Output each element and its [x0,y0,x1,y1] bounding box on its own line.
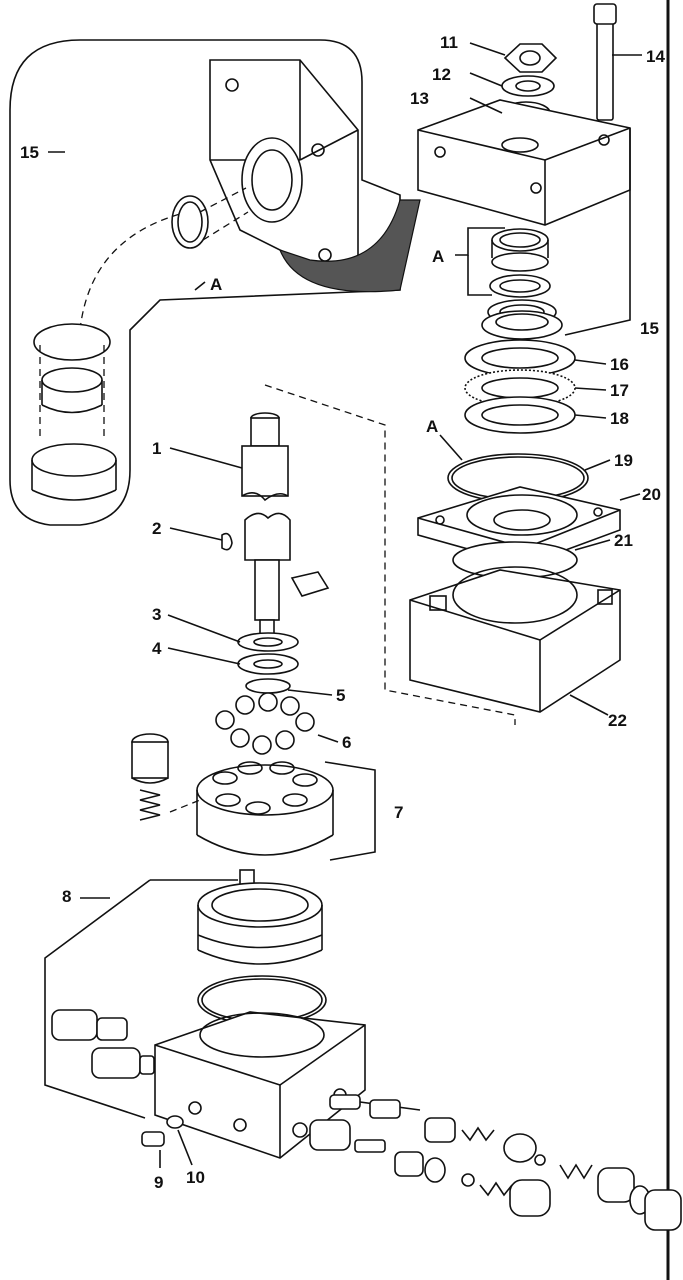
shaft-1 [241,412,289,502]
inset-detail [9,39,421,526]
clip-5 [245,678,291,694]
label-4: 4 [152,639,162,658]
label-18: 18 [610,409,629,428]
nut-11 [503,43,558,73]
hatched-band [278,199,421,293]
housing-22 [409,566,621,713]
label-9: 9 [154,1173,163,1192]
label-13: 13 [410,89,429,108]
label-12: 12 [432,65,451,84]
dashed-guide [264,384,516,725]
label-19: 19 [614,451,633,470]
label-a-inset: A [210,275,222,294]
label-20: 20 [642,485,661,504]
label-3: 3 [152,605,161,624]
inset-o-ring [33,323,111,361]
label-22: 22 [608,711,627,730]
valve-plate [197,869,323,965]
label-6: 6 [342,733,351,752]
label-7: 7 [394,803,403,822]
label-16: 16 [610,355,629,374]
label-21: 21 [614,531,633,550]
thrust-bearing [464,339,576,434]
label-17: 17 [610,381,629,400]
key-2 [221,532,233,551]
label-5: 5 [336,686,345,705]
key-block [290,571,330,597]
inset-base [31,443,117,477]
rotor-7 [169,761,334,856]
piston-spring [131,733,169,821]
label-15-right: 15 [640,319,659,338]
label-11: 11 [440,33,458,52]
part-labels: 11 12 13 14 15 15 A A A 16 17 18 19 20 2… [20,33,665,1192]
washer-3 [237,632,299,652]
label-10: 10 [186,1168,205,1187]
label-a-lower: A [426,417,438,436]
washer-10 [166,1115,184,1129]
washer-12 [501,75,555,97]
label-15-inset: 15 [20,143,39,162]
leader-lines [48,42,642,1168]
label-14: 14 [646,47,665,66]
shaft-lower [244,512,291,635]
washer-4 [237,653,299,675]
screw-9 [141,1131,165,1147]
side-fittings [51,1009,155,1079]
seal-stack-a [481,228,563,340]
label-1: 1 [152,439,161,458]
valve-train [309,1094,682,1231]
top-assembly [417,3,631,336]
inset-frame [9,39,401,526]
label-8: 8 [62,887,71,906]
label-a-upper: A [432,247,444,266]
label-2: 2 [152,519,161,538]
bolt-14 [596,11,614,121]
balls-6 [215,692,315,755]
